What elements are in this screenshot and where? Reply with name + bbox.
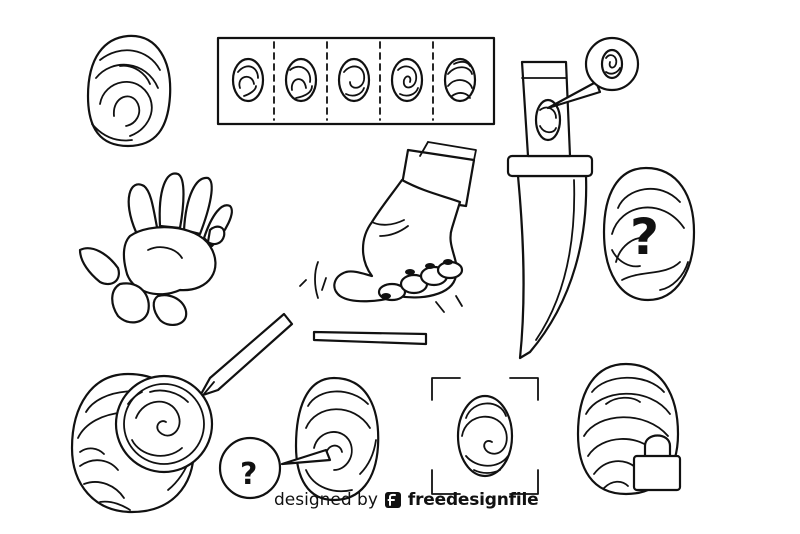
fingerprint-top-left [86, 34, 172, 148]
knife-with-fingerprint [506, 36, 640, 360]
question-mark-large: ? [630, 208, 659, 266]
strip-print-1 [231, 57, 265, 103]
fingerprint-question-mark: ? [602, 166, 696, 302]
strip-print-4 [390, 57, 424, 103]
strip-print-2 [284, 57, 318, 103]
fist-grabbing [299, 141, 477, 346]
strip-print-5 [443, 57, 477, 103]
designer-credit: designed by freedesignfile [274, 488, 539, 512]
fingerprint-question-bubble: ? [218, 376, 380, 502]
handprint [78, 172, 233, 326]
fingerprint-with-magnifier [70, 312, 294, 514]
fingerprint-scanner [431, 377, 539, 495]
question-mark-bubble: ? [240, 457, 257, 492]
credit-brand: freedesignfile [407, 490, 539, 510]
fingerprint-with-padlock [576, 362, 682, 496]
freedesignfile-logo-icon [384, 492, 401, 508]
strip-print-3 [337, 57, 371, 103]
fingerprint-strip-card [216, 36, 496, 126]
credit-prefix: designed by [274, 490, 378, 510]
